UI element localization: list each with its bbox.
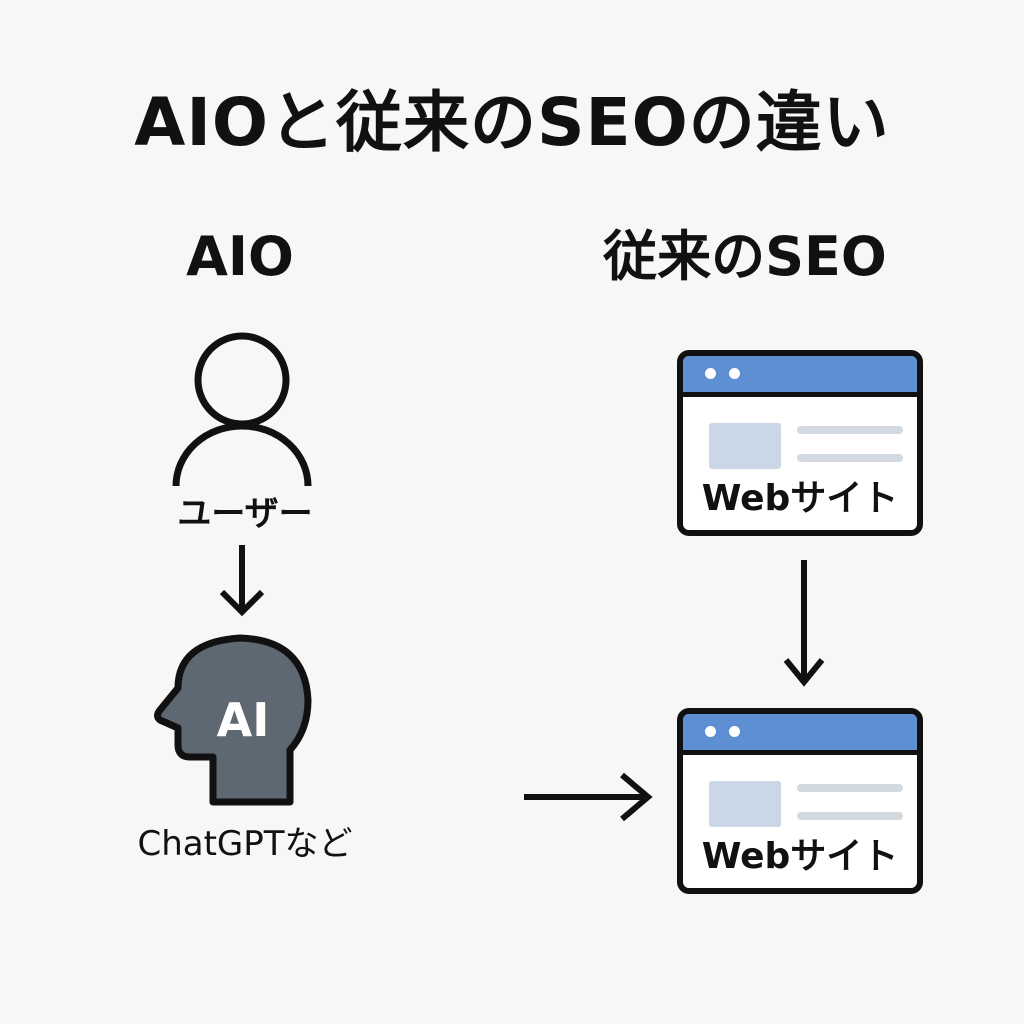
user-label: ユーザー [177,494,313,534]
aio-heading: AIO [186,225,294,288]
person-icon [172,332,312,487]
window-dot-icon [729,726,740,737]
chatgpt-label: ChatGPTなど [137,824,353,864]
text-line-placeholder [797,812,903,820]
website-bottom-browser-icon: Webサイト [677,708,923,894]
arrow-right-to-website [524,772,653,822]
website-top-browser-icon: Webサイト [677,350,923,536]
window-dot-icon [705,368,716,379]
ai-head-text: AI [217,693,270,747]
ai-head-icon: AI [154,634,312,806]
window-dot-icon [729,368,740,379]
text-line-placeholder [797,784,903,792]
page-title: AIOと従来のSEOの違い [134,84,890,161]
text-line-placeholder [797,454,903,462]
browser-title-bar [683,714,917,755]
arrow-down-user-to-ai [219,545,265,617]
image-placeholder [709,423,781,469]
browser-title-bar [683,356,917,397]
image-placeholder [709,781,781,827]
website-top-label: Webサイト [701,478,899,519]
website-bottom-label: Webサイト [701,836,899,877]
arrow-down-website-to-website [783,560,825,687]
seo-heading: 従来のSEO [603,225,887,288]
text-line-placeholder [797,426,903,434]
window-dot-icon [705,726,716,737]
